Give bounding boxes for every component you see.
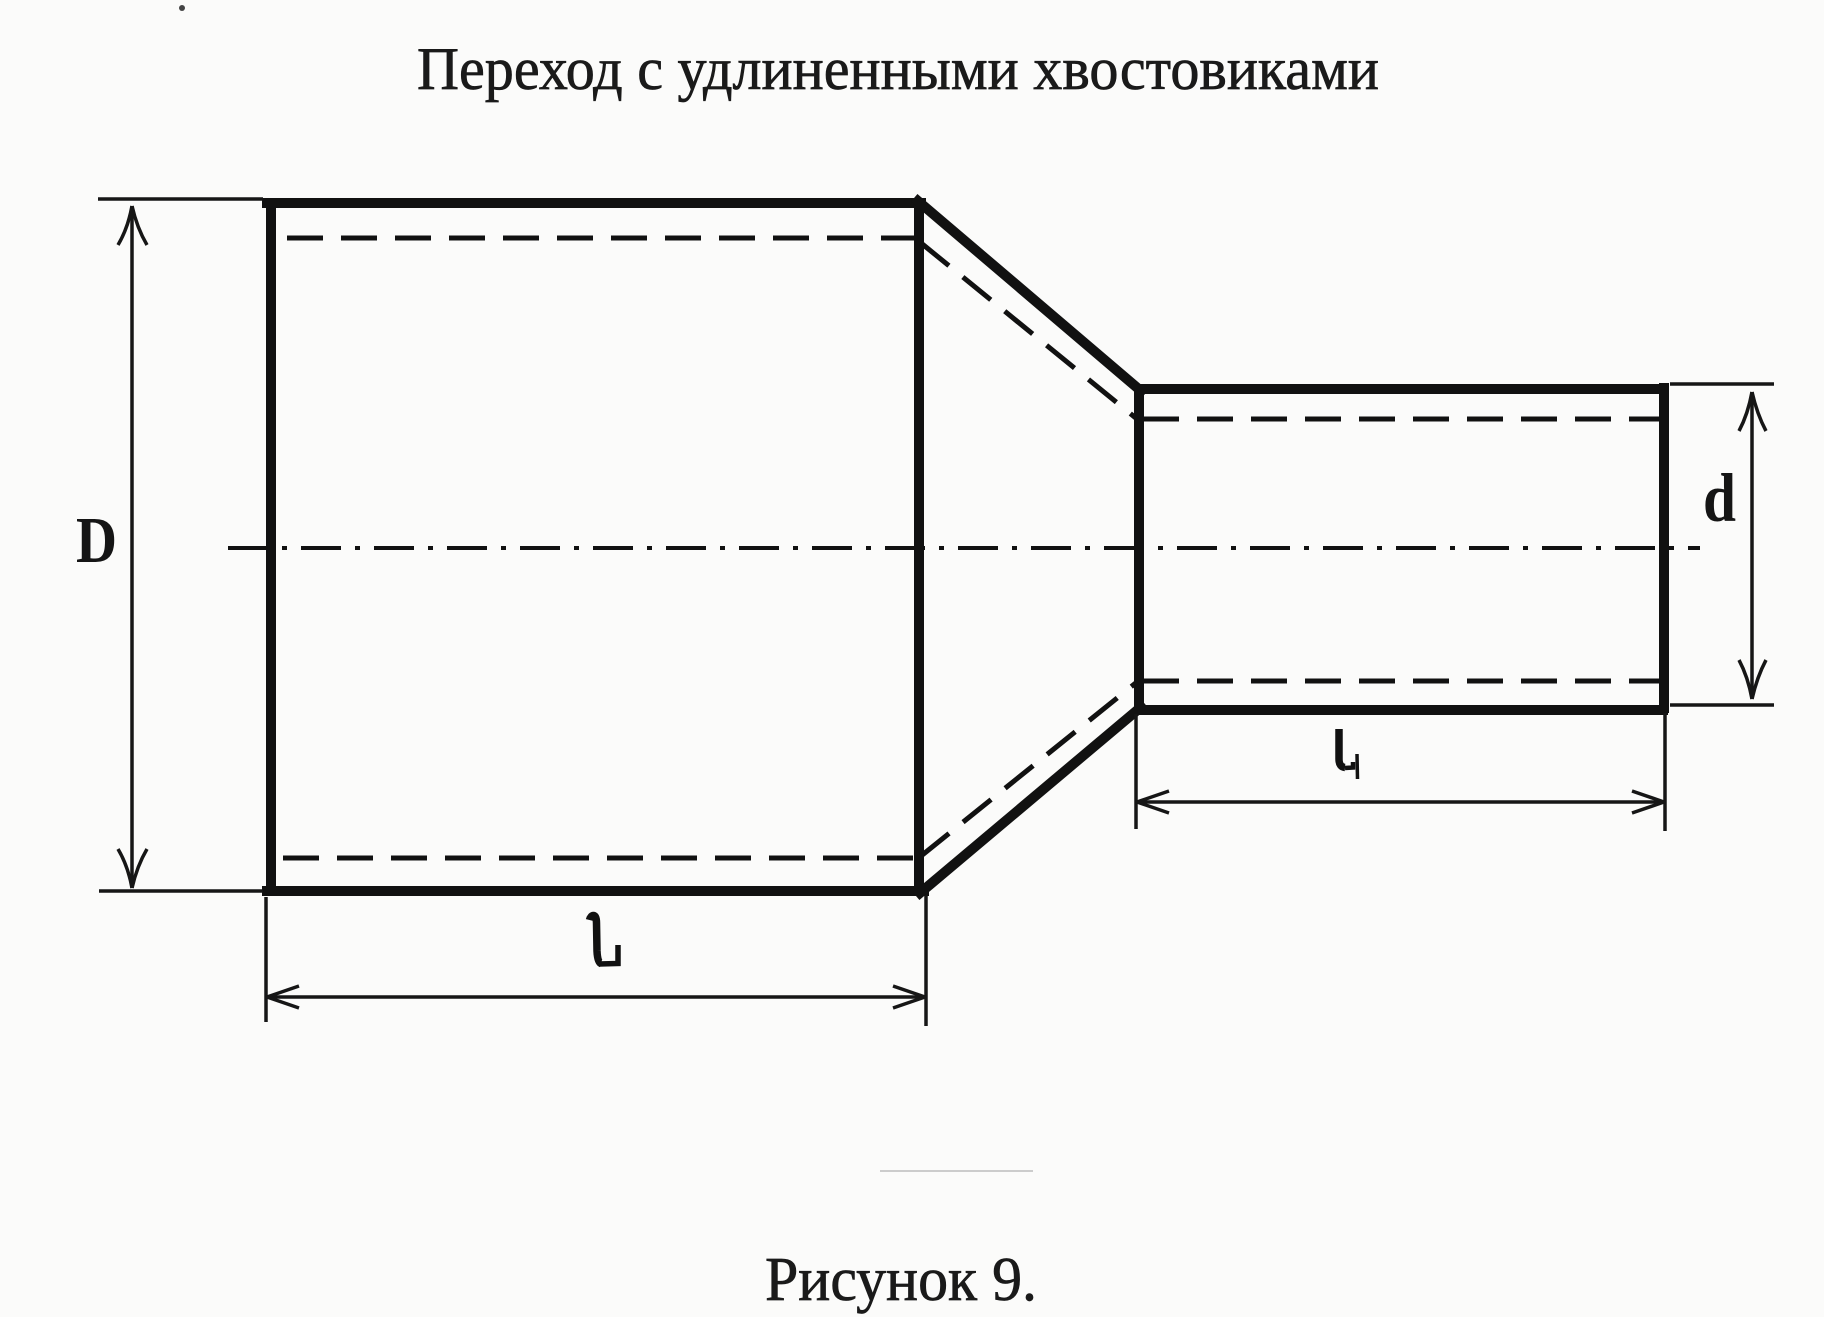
- svg-text:d: d: [1703, 460, 1736, 536]
- svg-text:D: D: [76, 504, 117, 577]
- svg-text:Переход с удлиненными хвостови: Переход с удлиненными хвостовиками: [417, 36, 1379, 102]
- svg-text:Рисунок 9.: Рисунок 9.: [765, 1246, 1037, 1314]
